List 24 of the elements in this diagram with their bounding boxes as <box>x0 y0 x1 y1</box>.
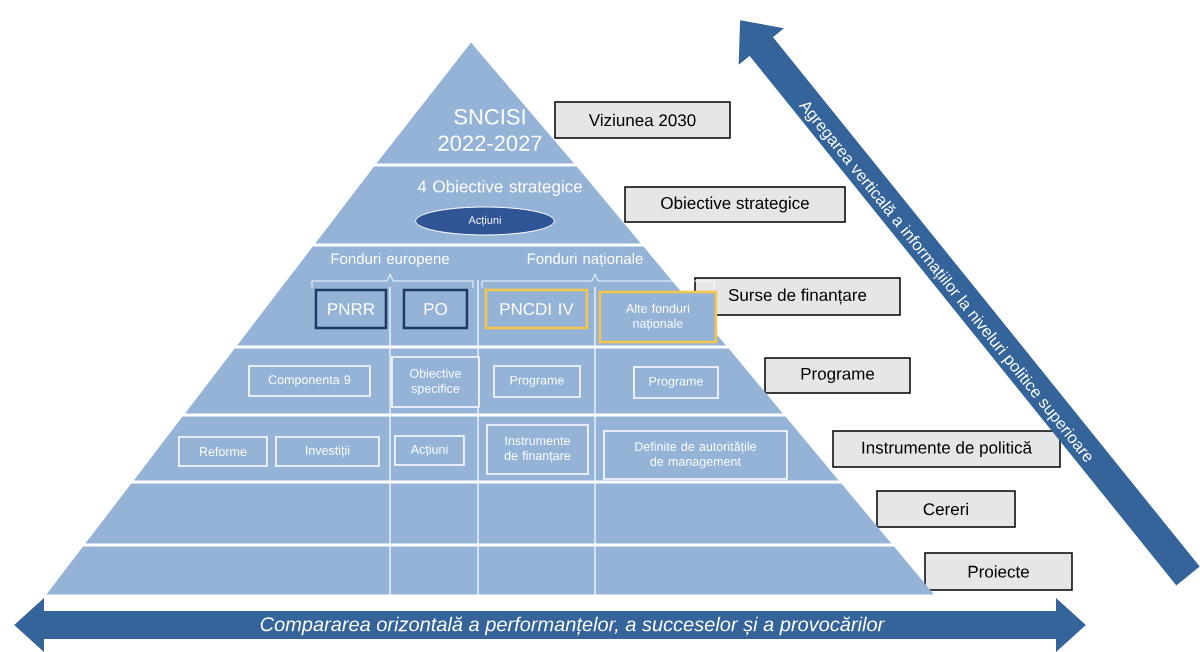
program-box: Instrumente de finanțare <box>486 424 589 475</box>
program-box: Obiective specifice <box>391 356 480 408</box>
program-box: Definite de autoritățile de management <box>603 430 788 480</box>
label-box: Proiecte <box>924 552 1073 591</box>
program-box: PNRR <box>314 288 388 330</box>
program-box: Alte fonduri naționale <box>598 290 718 344</box>
pyramid-band <box>46 546 934 595</box>
arrow-text: Compararea orizontală a performanțelor, a succeselor și a provocărilor <box>260 616 885 636</box>
program-box: Acțiuni <box>394 435 465 466</box>
program-box: PNCDI IV <box>484 288 589 330</box>
pyramid-band <box>85 483 892 544</box>
program-box: Reforme <box>178 436 268 467</box>
label-box: Surse de finanțare <box>694 277 901 316</box>
program-box: Programe <box>633 366 719 399</box>
program-box: Programe <box>493 365 581 398</box>
pyramid-tier: SNCISI 2022-2027 <box>376 42 575 164</box>
label-box: Programe <box>764 357 911 394</box>
label-box: Obiective strategice <box>624 186 846 223</box>
label-box: Viziunea 2030 <box>554 101 731 139</box>
program-box: Componenta 9 <box>248 365 371 397</box>
program-box: PO <box>402 288 469 330</box>
program-box: Investiții <box>275 436 380 467</box>
label-box: Instrumente de politică <box>832 430 1061 468</box>
label-box: Cereri <box>876 490 1016 528</box>
